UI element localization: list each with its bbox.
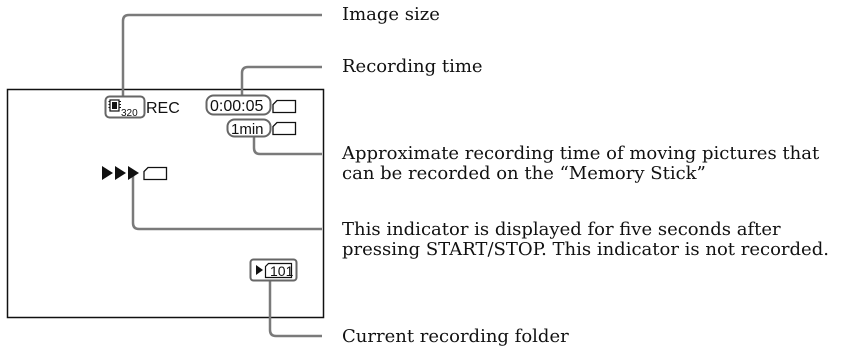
callout-image-size: Image size [342, 4, 440, 25]
leader-image-size [121, 13, 322, 96]
leader-lines [121, 13, 322, 338]
film-image-size-icon [108, 99, 121, 112]
memory-stick-icon [143, 166, 168, 181]
remaining-time-box [226, 118, 272, 138]
lcd-screen-frame [6, 88, 325, 319]
leader-indicator [131, 170, 322, 231]
callout-approx-time-line1: Approximate recording time of moving pic… [342, 143, 820, 164]
memory-stick-icon [272, 99, 297, 114]
memory-stick-icon [272, 121, 297, 136]
folder-outline [264, 262, 293, 279]
callout-indicator-line2: pressing START/STOP. This indicator is n… [342, 239, 829, 260]
callout-recording-time: Recording time [342, 56, 483, 77]
leader-recording-time [240, 65, 322, 95]
callout-folder: Current recording folder [342, 326, 569, 347]
image-size-value: 320 [121, 108, 138, 119]
folder-box [249, 258, 298, 282]
image-size-box [104, 95, 146, 119]
leader-folder [268, 280, 322, 338]
folder-number: 101 [270, 263, 294, 279]
play-triangle-icon [256, 265, 263, 275]
leader-approx-time [252, 137, 322, 156]
recording-time-box [205, 94, 272, 116]
mode-label: REC [146, 100, 180, 117]
recording-time-value: 0:00:05 [210, 98, 263, 115]
callout-approx-time-line2: can be recorded on the “Memory Stick” [342, 163, 706, 184]
callout-indicator-line1: This indicator is displayed for five sec… [342, 219, 781, 240]
remaining-time-value: 1min [231, 121, 264, 138]
play-triangle-icon [102, 166, 139, 180]
